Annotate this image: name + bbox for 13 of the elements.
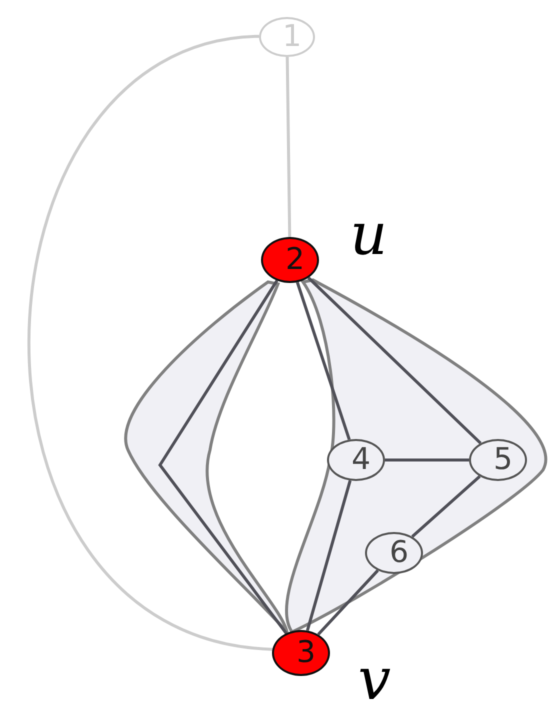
graph-edge: [286, 56, 292, 238]
vertex-label: v: [358, 650, 391, 707]
vertex-circle: 3: [272, 630, 330, 676]
vertex-circle: 2: [261, 237, 319, 283]
graph-edge: [385, 458, 469, 462]
graph-edge: [158, 280, 288, 634]
graph-edge: [28, 34, 273, 651]
graph-edge: [307, 276, 482, 444]
graph-edge: [306, 480, 352, 631]
graph-edge: [411, 475, 481, 538]
graph-edge: [296, 282, 351, 440]
vertex-label: u: [350, 205, 388, 263]
graph-edge: [317, 569, 379, 636]
